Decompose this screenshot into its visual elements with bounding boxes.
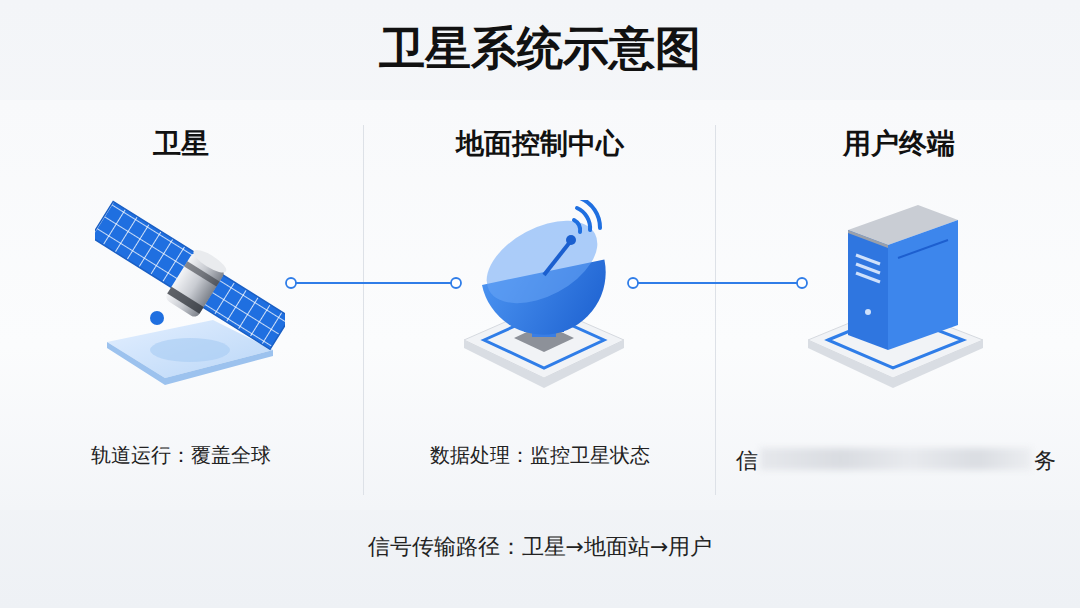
connector-end: [628, 278, 638, 288]
column-heading: 地面控制中心: [365, 125, 715, 163]
column-heading: 用户终端: [717, 125, 1080, 163]
connector-line: [633, 282, 802, 284]
satellite-icon: [95, 200, 285, 390]
connector-line: [291, 282, 456, 284]
partial-label: 务: [1034, 446, 1056, 476]
dish-icon: [462, 200, 627, 390]
connector-end: [451, 278, 461, 288]
diagram-title: 卫星系统示意图: [0, 18, 1080, 80]
partial-label: 信: [736, 446, 758, 476]
column-description: 数据处理：监控卫星状态: [365, 442, 715, 469]
column-node: 用户终端: [717, 110, 1080, 500]
signal-connector: [628, 278, 807, 288]
column-description: 轨道运行：覆盖全球: [0, 442, 362, 469]
diagram-caption: 信号传输路径：卫星→地面站→用户: [0, 532, 1080, 562]
column-divider: [363, 125, 364, 495]
blurred-text: [760, 448, 1032, 470]
column-divider: [715, 125, 716, 495]
server-icon: [808, 200, 988, 390]
connector-end: [286, 278, 296, 288]
column-node: 地面控制中心数据处理：监控卫星状态: [365, 110, 715, 500]
column-heading: 卫星: [0, 125, 362, 163]
column-node: 卫星轨道运行：覆盖全球: [0, 110, 362, 500]
connector-end: [797, 278, 807, 288]
signal-connector: [286, 278, 461, 288]
